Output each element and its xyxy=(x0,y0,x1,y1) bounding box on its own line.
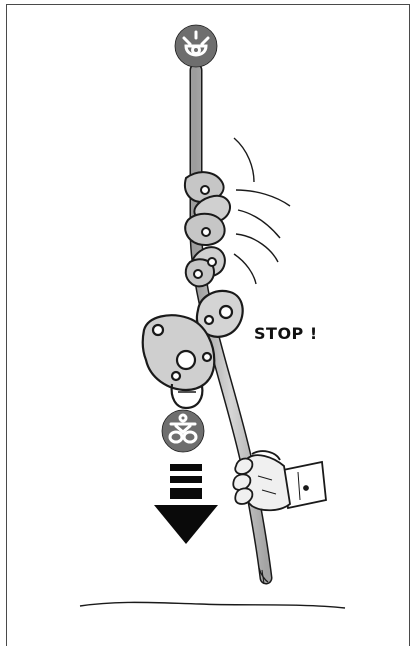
stop-label: STOP ! xyxy=(254,324,318,343)
lanyard-chain xyxy=(184,171,232,288)
harness-badge xyxy=(161,409,205,453)
impact-lines xyxy=(233,137,291,285)
hand-icon xyxy=(232,450,327,512)
harness-icon xyxy=(168,413,198,444)
fall-arrow-icon xyxy=(154,464,218,544)
anchor-badge xyxy=(174,24,218,68)
anchor-icon xyxy=(182,30,210,57)
fall-arrester-device xyxy=(141,289,244,410)
ground-line xyxy=(79,601,346,609)
frame-border xyxy=(6,4,410,646)
